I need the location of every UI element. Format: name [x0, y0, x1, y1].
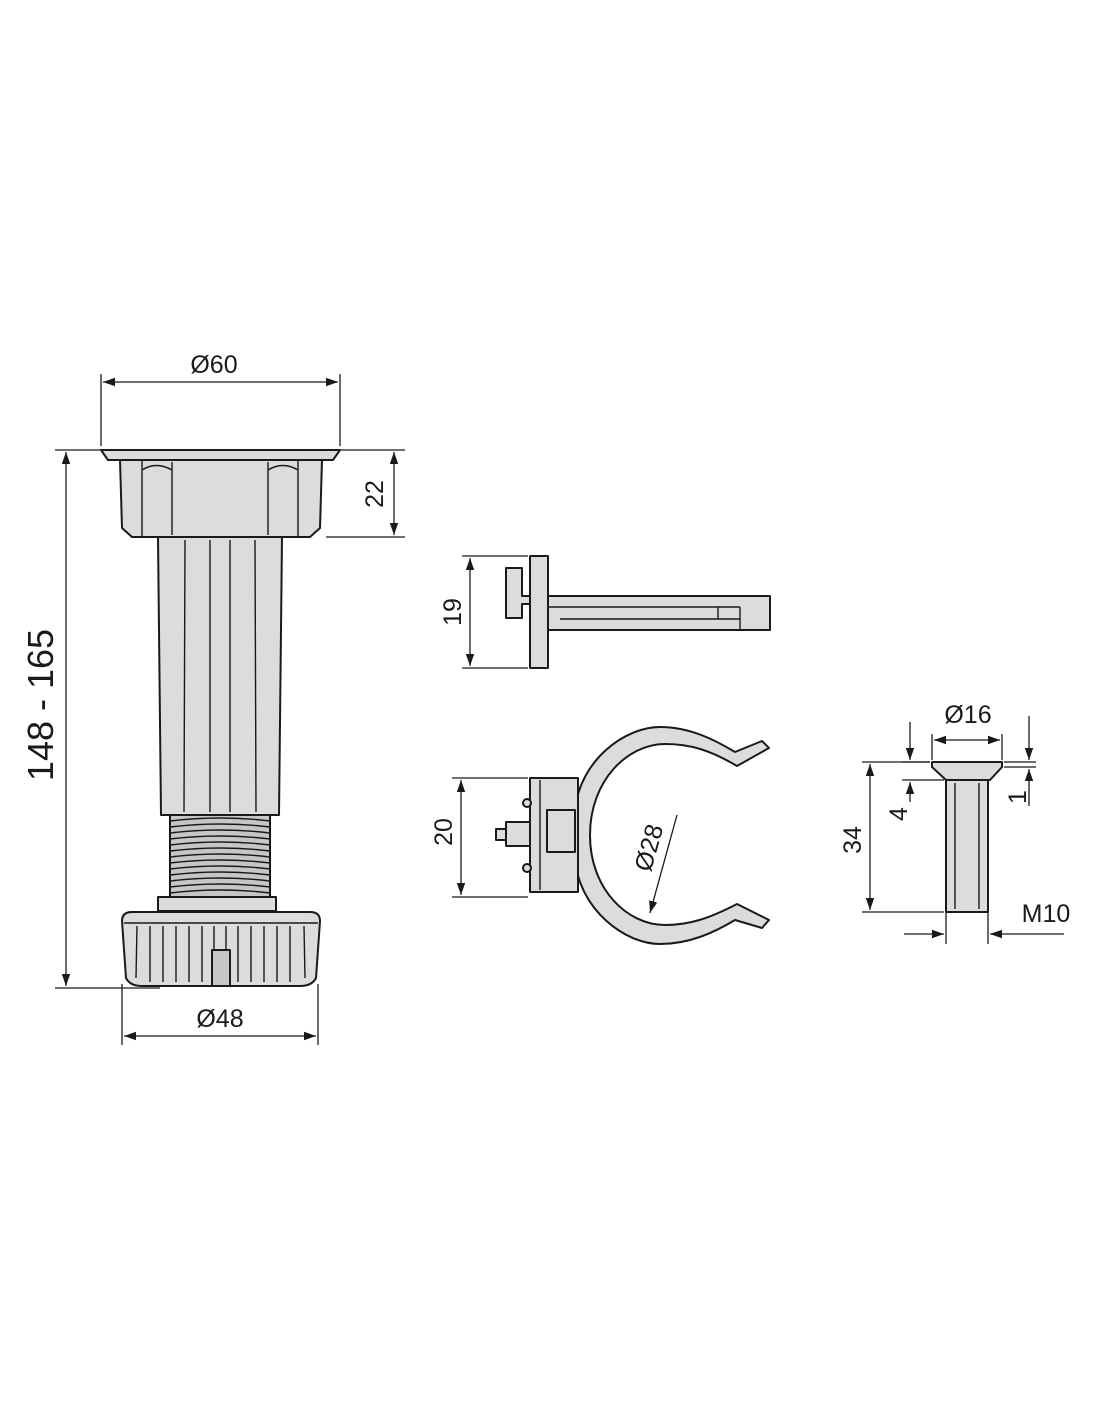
- leveler-dimensions: Ø60 22 148 - 165 Ø48: [20, 351, 405, 1045]
- dim-clip-height: 20: [430, 818, 458, 846]
- dim-bolt-head-diameter: Ø16: [944, 701, 991, 729]
- bracket-peg: [505, 567, 531, 619]
- bolt: [931, 761, 1003, 913]
- leveler-hex-cap: [119, 459, 323, 538]
- bracket-arm: [547, 595, 771, 631]
- dim-base-diameter: Ø48: [196, 1005, 243, 1033]
- clip-stud: [505, 821, 531, 847]
- dim-height-range: 148 - 165: [20, 629, 61, 781]
- dim-bracket-height: 19: [439, 598, 467, 626]
- dim-bolt-thread: M10: [1022, 900, 1071, 928]
- leveler-washer: [157, 896, 277, 912]
- leveler-top-flange: [100, 449, 341, 461]
- bolt-head: [931, 761, 1003, 781]
- clip-ring: [574, 726, 770, 945]
- dim-cap-height: 22: [361, 480, 389, 508]
- dim-bolt-length: 34: [839, 826, 867, 854]
- bolt-shank: [945, 779, 989, 913]
- bracket-dimensions: 19: [439, 555, 528, 669]
- dim-bolt-head-height: 4: [885, 807, 913, 821]
- bolt-dimensions: Ø16 4 1 34 M10: [839, 701, 1070, 944]
- clip-dimensions: 20 Ø28: [430, 777, 678, 914]
- mounting-bracket: [505, 555, 771, 669]
- leveling-foot: [100, 449, 341, 987]
- leveler-column: [157, 536, 283, 816]
- bracket-plate: [529, 555, 549, 669]
- plinth-clip: [495, 726, 770, 945]
- dim-top-diameter: Ø60: [190, 351, 237, 379]
- dim-bolt-lip: 1: [1004, 790, 1032, 804]
